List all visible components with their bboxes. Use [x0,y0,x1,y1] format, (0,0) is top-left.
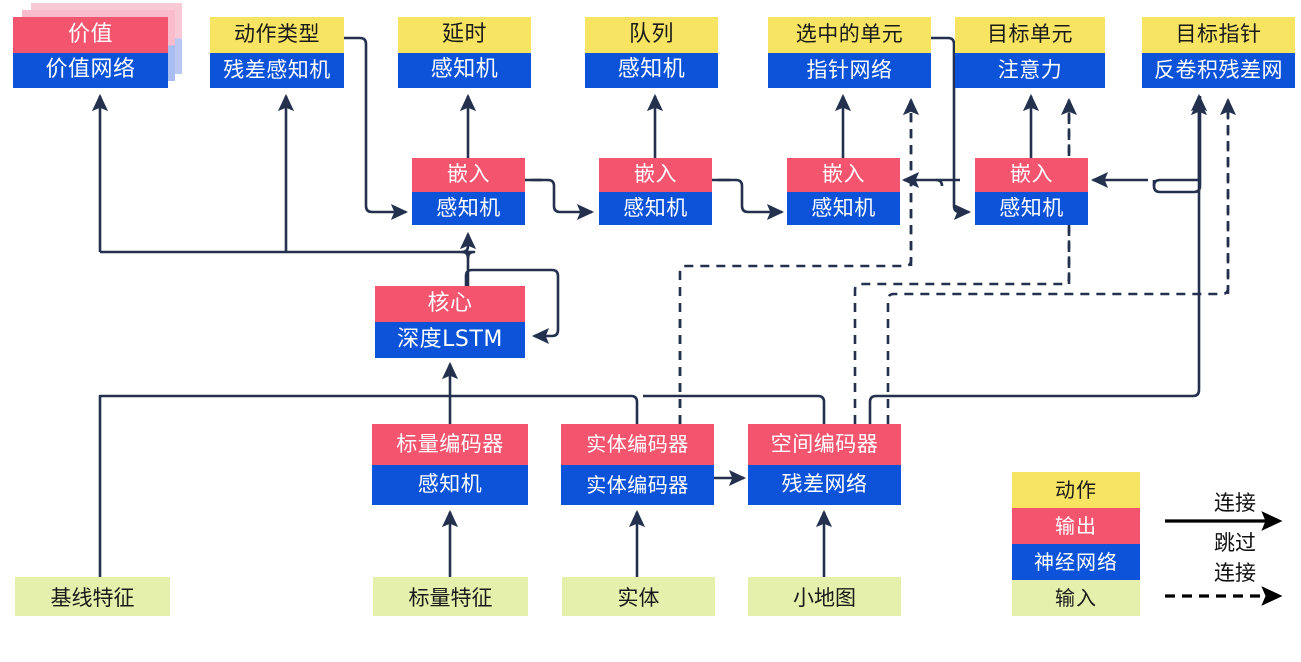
node-embed-4-output: 嵌入 [975,158,1088,192]
node-scalar-encoder-network: 感知机 [372,464,528,505]
node-queued-action: 队列 [585,17,718,53]
node-value-network: 价值网络 [13,52,168,88]
node-embed-3-output: 嵌入 [787,158,900,192]
node-selected-units-network: 指针网络 [768,52,931,88]
node-core[interactable]: 核心 深度LSTM [375,286,525,358]
node-target-unit-action: 目标单元 [955,17,1105,53]
node-scalar-encoder[interactable]: 标量编码器 感知机 [372,424,528,505]
node-target-point[interactable]: 目标指针 反卷积残差网 [1142,17,1295,88]
node-target-point-action: 目标指针 [1142,17,1295,53]
legend-skip-label-line1: 跳过 [1214,531,1256,555]
legend-swatch-action: 动作 [1012,472,1140,508]
node-entity-encoder-output: 实体编码器 [561,424,714,465]
node-queued[interactable]: 队列 感知机 [585,17,718,88]
node-queued-network: 感知机 [585,52,718,88]
node-selected-units[interactable]: 选中的单元 指针网络 [768,17,931,88]
node-action-type-network: 残差感知机 [210,52,344,88]
node-embed-4[interactable]: 嵌入 感知机 [975,158,1088,225]
node-spatial-encoder-network: 残差网络 [748,464,901,505]
node-embed-1-output: 嵌入 [412,158,525,192]
legend-skip-label-line2: 连接 [1214,561,1256,585]
node-delay-action: 延时 [398,17,531,53]
legend-swatch-output: 输出 [1012,508,1140,544]
node-entity-encoder-network: 实体编码器 [561,464,714,505]
node-scalar-encoder-output: 标量编码器 [372,424,528,465]
input-baseline-features[interactable]: 基线特征 [15,577,170,616]
node-embed-3-network: 感知机 [787,191,900,225]
legend-swatch-input: 输入 [1012,580,1140,616]
node-core-network: 深度LSTM [375,322,525,358]
node-value-output: 价值 [13,17,168,53]
legend-swatch-network: 神经网络 [1012,544,1140,580]
node-delay[interactable]: 延时 感知机 [398,17,531,88]
node-spatial-encoder-output: 空间编码器 [748,424,901,465]
node-spatial-encoder[interactable]: 空间编码器 残差网络 [748,424,901,505]
skip-passthrough [909,100,1230,294]
node-embed-3[interactable]: 嵌入 感知机 [787,158,900,225]
node-embed-1[interactable]: 嵌入 感知机 [412,158,525,225]
legend-connection-label: 连接 [1214,491,1256,515]
solid-connections [91,36,1208,577]
node-embed-2[interactable]: 嵌入 感知机 [599,158,712,225]
node-embed-2-output: 嵌入 [599,158,712,192]
input-scalar-features[interactable]: 标量特征 [373,577,528,616]
node-action-type[interactable]: 动作类型 残差感知机 [210,17,344,88]
node-target-unit[interactable]: 目标单元 注意力 [955,17,1105,88]
node-target-unit-network: 注意力 [955,52,1105,88]
node-core-output: 核心 [375,286,525,322]
input-minimap[interactable]: 小地图 [748,577,901,616]
node-selected-units-action: 选中的单元 [768,17,931,53]
node-embed-2-network: 感知机 [599,191,712,225]
node-delay-network: 感知机 [398,52,531,88]
node-action-type-action: 动作类型 [210,17,344,53]
node-embed-4-network: 感知机 [975,191,1088,225]
node-embed-1-network: 感知机 [412,191,525,225]
input-entities[interactable]: 实体 [562,577,715,616]
node-target-point-network: 反卷积残差网 [1142,52,1295,88]
node-entity-encoder[interactable]: 实体编码器 实体编码器 [561,424,714,505]
spatial-to-target-point [868,97,1208,424]
node-value[interactable]: 价值 价值网络 [13,3,182,88]
legend-arrow-icons [1165,511,1283,606]
legend-color-key: 动作 输出 神经网络 输入 [1012,472,1140,616]
